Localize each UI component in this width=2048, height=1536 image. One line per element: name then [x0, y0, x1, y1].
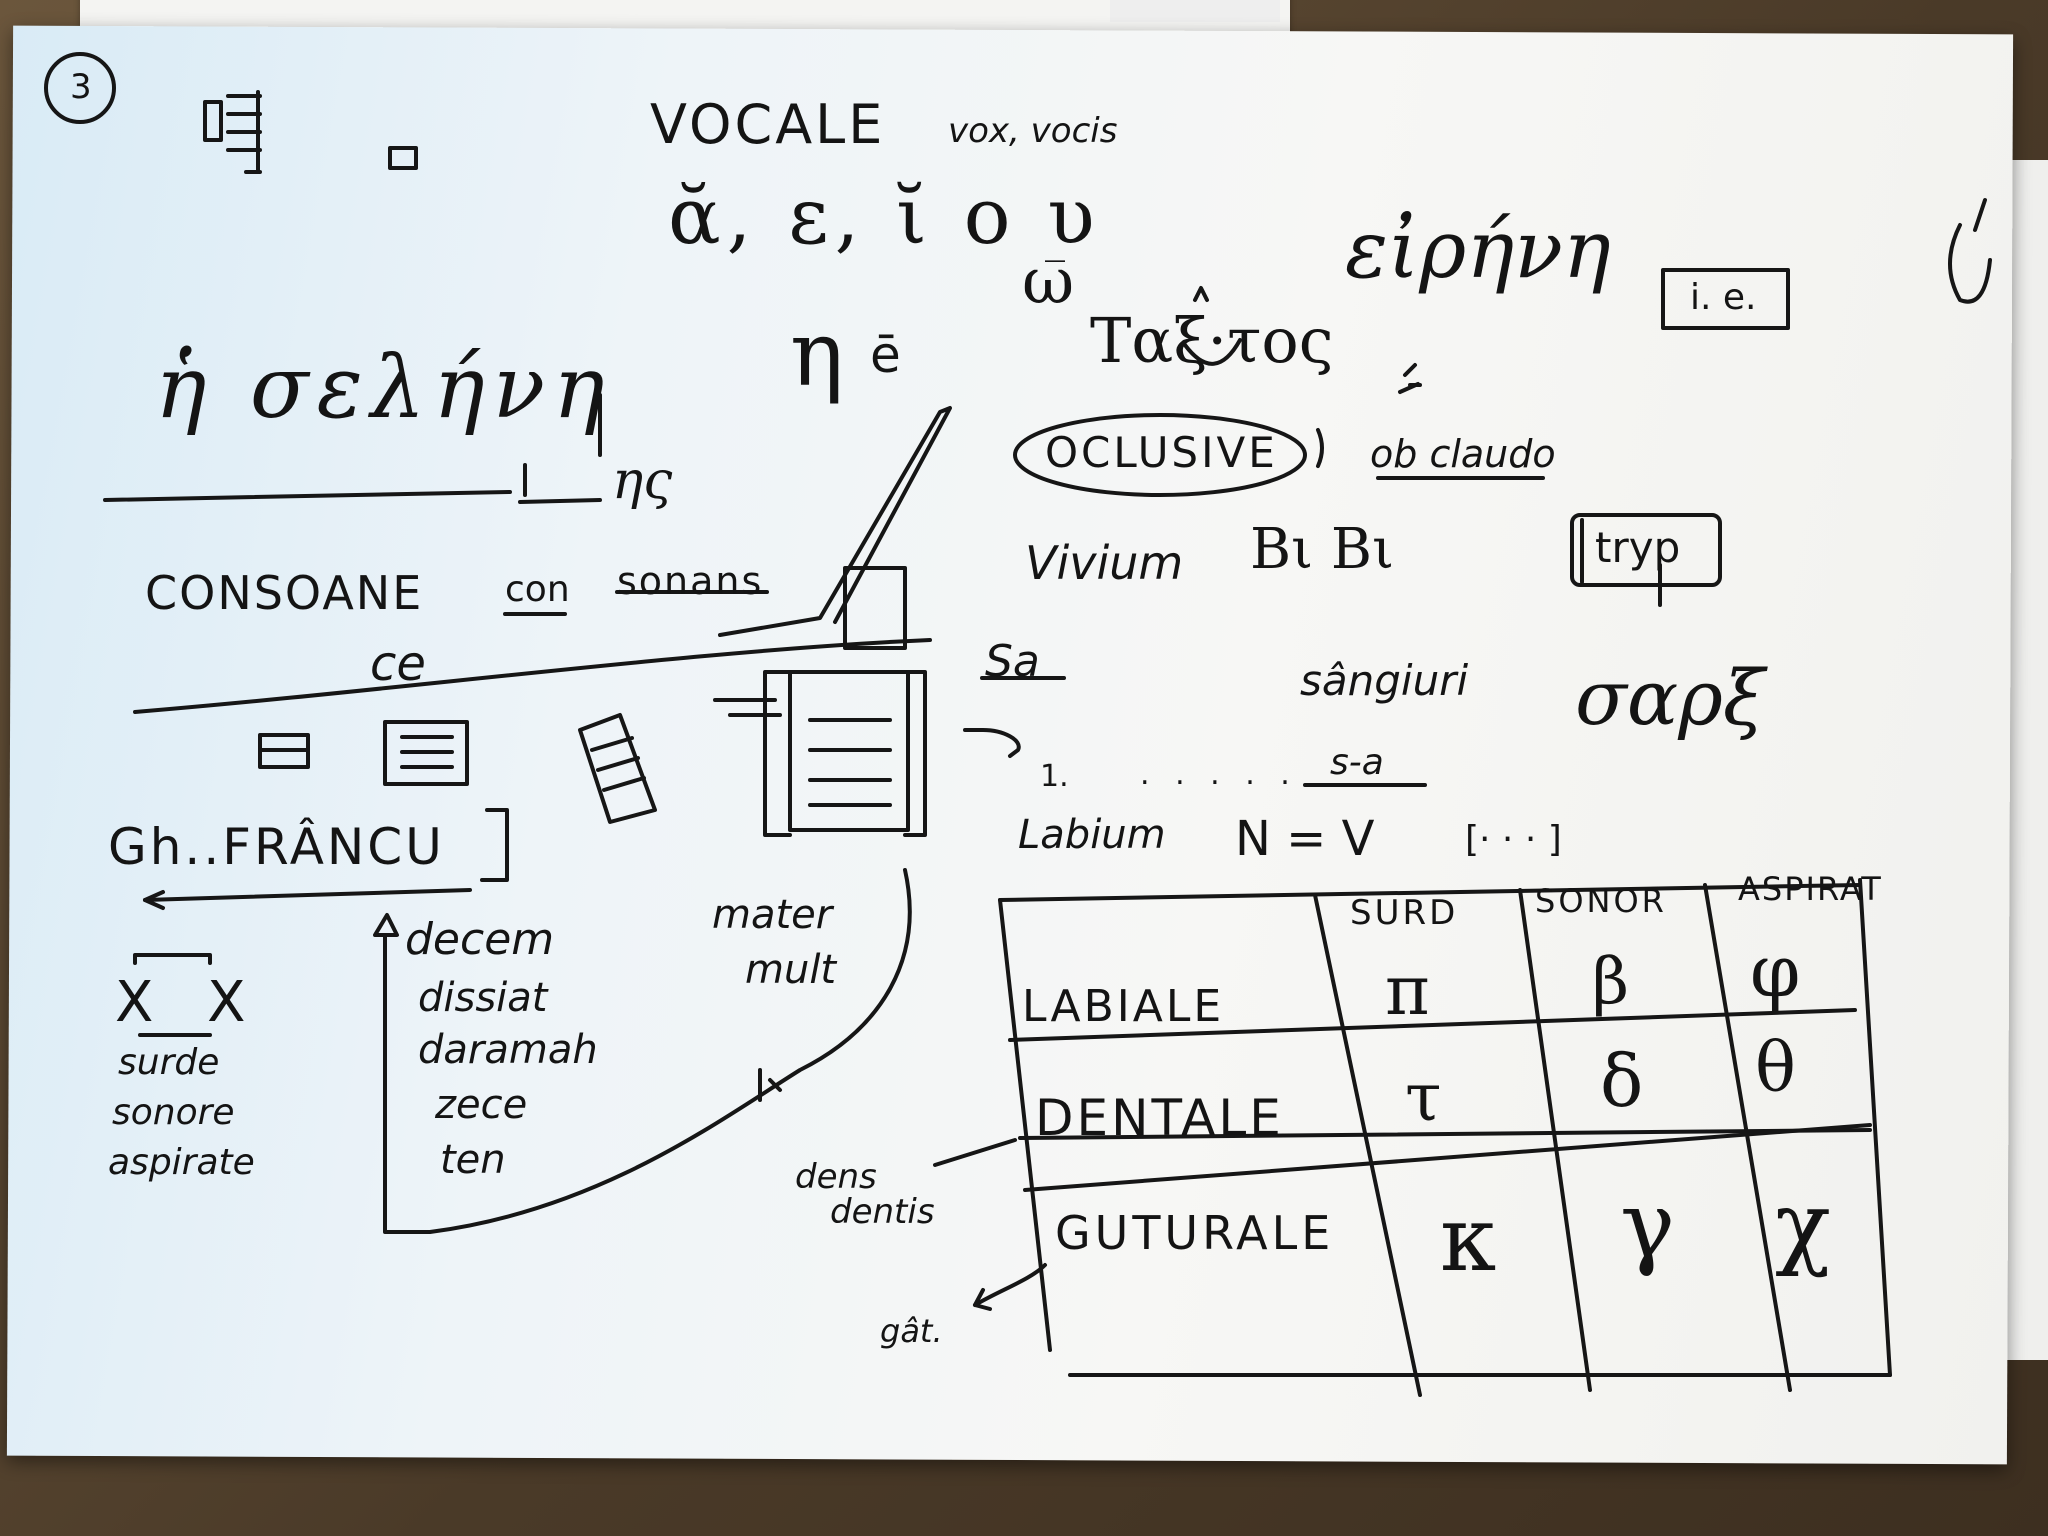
- word-selene: ἡ σελήνη: [155, 338, 613, 438]
- gat: gât.: [880, 1312, 943, 1350]
- genitive-ending: ης: [612, 451, 673, 511]
- mater: mater: [712, 892, 833, 938]
- numeral-zece: zece: [435, 1082, 528, 1128]
- cell-labiale-surd: π: [1385, 952, 1430, 1031]
- table-header-aspirat: ASPIRAT: [1738, 870, 1883, 908]
- word-eirene: εἰρήνη: [1345, 203, 1611, 296]
- table-header-surd: SURD: [1350, 893, 1459, 933]
- con-prefix: con: [505, 569, 570, 610]
- row-label-labiale: LABIALE: [1022, 981, 1225, 1032]
- numeral-dissiat: dissiat: [418, 975, 548, 1021]
- cell-labiale-sonor: β: [1592, 945, 1629, 1019]
- ce-word: ce: [370, 636, 426, 692]
- cell-labiale-aspirat: φ: [1750, 929, 1801, 1013]
- labium: Labium: [1018, 812, 1166, 858]
- short-vowels: ᾰ, ε, ῐ ο υ: [668, 172, 1101, 262]
- author-name: Gh..FRÂNCU: [108, 818, 445, 876]
- vowels-title: VOCALE: [650, 93, 886, 156]
- page-number: 3: [70, 67, 92, 107]
- cell-dentale-aspirat: θ: [1755, 1029, 1796, 1108]
- tryp: tryp: [1595, 523, 1681, 572]
- mult: mult: [745, 947, 837, 993]
- table-header-sonor: SONOR: [1535, 882, 1667, 920]
- back-sheet-corner: [1110, 0, 1280, 22]
- dens: dens: [795, 1157, 877, 1197]
- oclusive-etym: ob claudo: [1370, 432, 1556, 476]
- row-label-dentale: DENTALE: [1035, 1089, 1284, 1147]
- sa: s-a: [1330, 742, 1384, 783]
- eta: η: [790, 302, 844, 407]
- sangiuri: sângiuri: [1300, 656, 1469, 705]
- x-marks: X X: [115, 970, 264, 1035]
- oclusive-title: OCLUSIVE: [1045, 428, 1278, 477]
- cell-dentale-sonor: δ: [1600, 1039, 1644, 1123]
- sonans: sonans: [617, 559, 764, 603]
- one-marker: 1.: [1040, 759, 1069, 794]
- vowels-etymology: vox, vocis: [948, 111, 1118, 151]
- vivium: Vivium: [1025, 536, 1184, 590]
- cell-guturale-aspirat: χ: [1775, 1172, 1831, 1279]
- category-aspirate: aspirate: [108, 1142, 255, 1183]
- omega-macron: ‾: [1045, 255, 1065, 301]
- omega: ω: [1022, 245, 1075, 319]
- word-taxis: Ταξ·τος: [1090, 304, 1334, 377]
- bibi: Βι Βι: [1250, 517, 1395, 582]
- ie-abbrev: i. e.: [1690, 277, 1757, 318]
- cell-dentale-surd: τ: [1405, 1059, 1442, 1136]
- bracket-dots: [· · · ]: [1465, 819, 1562, 860]
- numeral-daramah: daramah: [418, 1027, 598, 1073]
- dentis: dentis: [830, 1192, 935, 1232]
- cell-guturale-surd: κ: [1440, 1187, 1497, 1292]
- category-surde: surde: [118, 1042, 220, 1083]
- sarx: σαρξ: [1575, 653, 1765, 742]
- eta-macron: ē: [870, 326, 901, 384]
- category-sonore: sonore: [112, 1092, 235, 1133]
- numeral-ten: ten: [440, 1137, 506, 1183]
- row-label-guturale: GUTURALE: [1055, 1206, 1335, 1260]
- cell-guturale-sonor: γ: [1620, 1172, 1675, 1279]
- n-equals-v: N = V: [1235, 811, 1375, 867]
- numeral-decem: decem: [405, 914, 555, 965]
- dots: . . . . .: [1140, 757, 1298, 792]
- consonants-title: CONSOANE: [145, 566, 424, 620]
- sanguis: Sa: [985, 636, 1040, 687]
